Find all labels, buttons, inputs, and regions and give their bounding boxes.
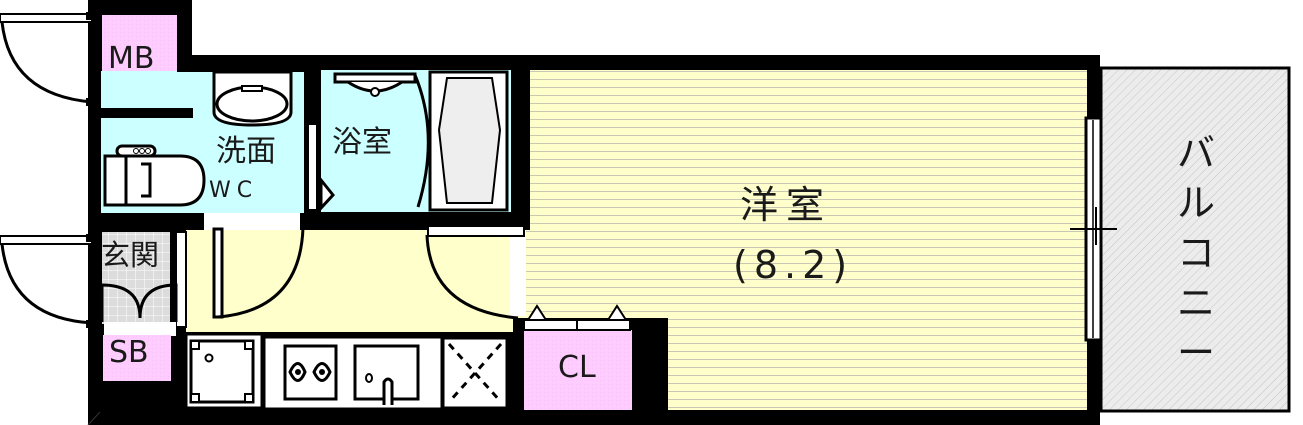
front-door-icon: [0, 234, 100, 328]
kitchen-corridor-floor: [186, 230, 526, 332]
washbasin-icon: [212, 70, 293, 127]
shoe-box-label: SB: [109, 335, 149, 370]
toilet-icon: [103, 144, 206, 207]
western-room-area: (8.2): [733, 243, 854, 287]
shoe-box-area: [103, 335, 171, 381]
washing-machine-space-icon: [441, 336, 509, 410]
stove-icon: [283, 344, 338, 401]
shoe-cabinet-doors-icon: [100, 283, 178, 322]
balcony-window-icon: [1070, 116, 1117, 342]
bathtub-icon: [428, 70, 509, 212]
balcony-label: バルコニー: [1176, 131, 1215, 375]
toilet-label: WC: [209, 178, 259, 203]
washroom-label: 洗面: [216, 134, 276, 169]
entrance-label: 玄関: [101, 238, 160, 272]
shower-icon: [333, 72, 430, 208]
closet-label: CL: [558, 350, 596, 385]
entrance-floor: [102, 232, 170, 324]
western-room-label: 洋室: [740, 183, 833, 227]
bathroom-label: 浴室: [332, 125, 392, 160]
washroom-door-icon: [212, 227, 305, 319]
mb-door-icon: [0, 12, 100, 106]
room-door-icon: [425, 234, 519, 320]
closet-area: [513, 304, 668, 410]
meter-box-label: MB: [108, 41, 155, 76]
kitchen-sink-icon: [353, 344, 420, 405]
